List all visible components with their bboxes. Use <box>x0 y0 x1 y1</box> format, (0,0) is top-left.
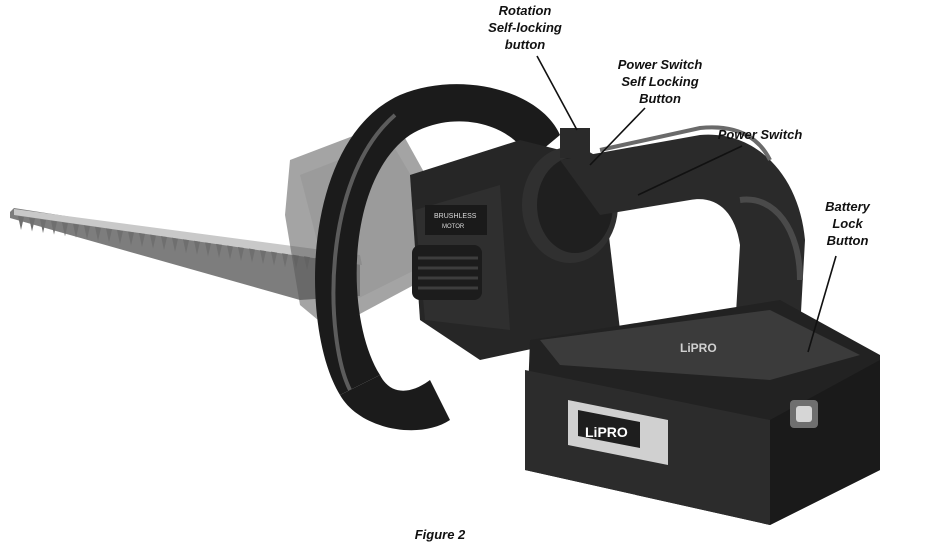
blade-tooth <box>227 245 233 260</box>
callout-power-switch-self-locking-button: Power Switch Self Locking Button <box>600 56 720 107</box>
blade-tooth <box>117 229 123 244</box>
blade-tooth <box>128 231 134 246</box>
callout-rotation-line1: Rotation <box>498 3 552 18</box>
callout-power-lock-line1: Power Switch <box>617 57 703 72</box>
callout-battery-line2: Lock <box>832 216 863 231</box>
front-handle <box>315 84 560 431</box>
blade-tooth <box>150 234 156 249</box>
blade-tooth <box>271 251 277 266</box>
blade-tooth <box>216 243 222 258</box>
callout-battery-line1: Battery <box>825 199 870 214</box>
battery-label-text: LiPRO <box>585 424 628 440</box>
blade-tooth <box>51 220 57 235</box>
blade-tooth <box>95 226 101 241</box>
blade-tooth <box>249 248 255 263</box>
callout-battery-line3: Button <box>826 233 869 248</box>
callout-rotation-line2: Self-locking <box>488 20 562 35</box>
blade-tooth <box>172 237 178 252</box>
callout-power-lock-line3: Button <box>639 91 681 106</box>
blade-tooth <box>18 216 24 230</box>
blade-tooth <box>40 219 46 234</box>
battery-pack <box>525 300 880 525</box>
callout-power-switch: Power Switch <box>700 126 820 143</box>
blade-tooth <box>29 217 35 232</box>
blade-tooth <box>282 253 288 268</box>
blade-tooth <box>62 222 68 237</box>
cutting-blade <box>10 208 362 300</box>
motor-badge-line2: MOTOR <box>442 224 465 230</box>
blade-tooth <box>238 247 244 261</box>
blade-tooth <box>183 239 189 254</box>
callout-rotation-self-locking-button: Rotation Self-locking button <box>470 2 580 53</box>
callout-rotation-line3: button <box>504 37 546 52</box>
blade-tooth <box>205 242 211 257</box>
blade-tooth <box>84 225 90 240</box>
blade-tooth <box>106 228 112 243</box>
brand-logo-text: LiPRO <box>680 341 717 355</box>
motor-badge-line1: BRUSHLESS <box>434 213 477 220</box>
figure-caption: Figure 2 <box>414 527 466 542</box>
callout-leader-lines <box>536 55 837 353</box>
callout-battery-lock-button: Battery Lock Button <box>800 198 895 249</box>
rear-handle <box>560 125 805 330</box>
blade-tooth <box>139 233 145 248</box>
blade-tooth <box>194 240 200 255</box>
callout-power-switch-line1: Power Switch <box>717 127 803 142</box>
blade-tooth <box>260 250 266 265</box>
blade-tooth <box>161 236 167 251</box>
callout-power-lock-line2: Self Locking <box>621 74 699 89</box>
blade-tooth <box>73 223 79 238</box>
